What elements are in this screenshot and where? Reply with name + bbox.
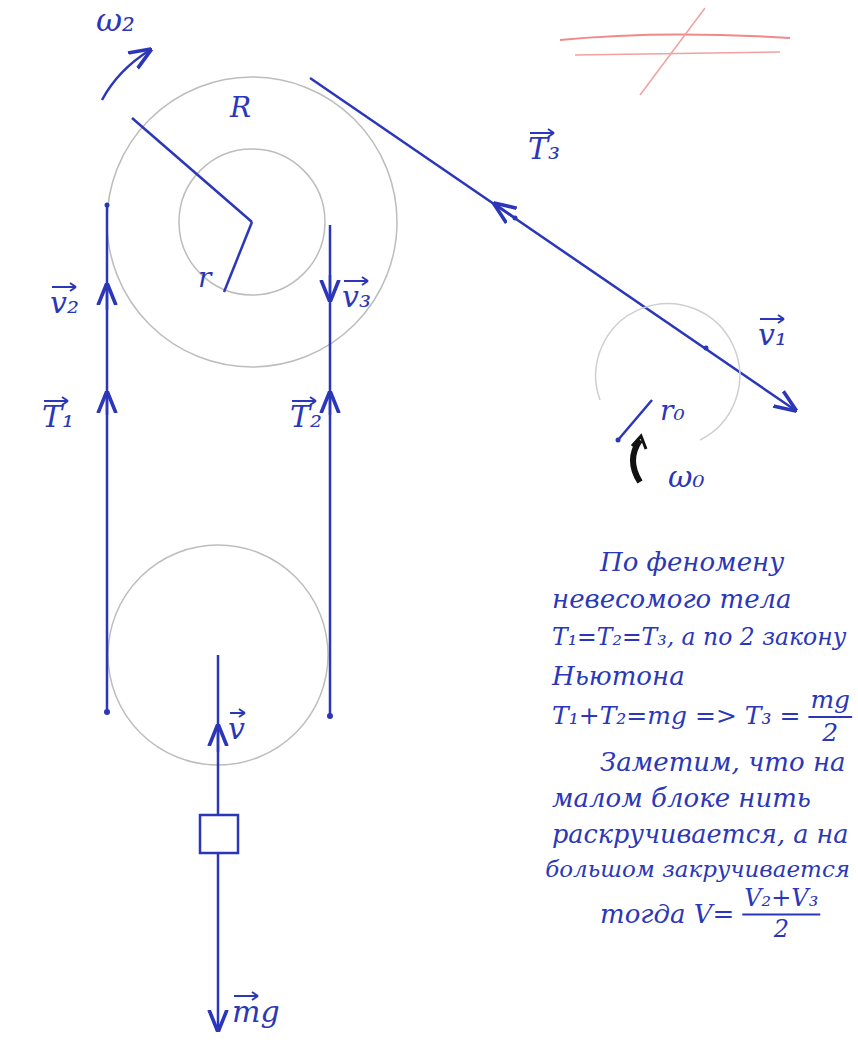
note-text: 2 — [822, 719, 838, 748]
note-text: раскручивается, а на — [552, 820, 848, 849]
note-text: Ньютона — [552, 662, 685, 692]
note-text: mg — [810, 686, 850, 715]
drawn-line — [742, 913, 820, 915]
velocity-label: v₃ — [342, 280, 371, 315]
tension-label: T₂ — [290, 400, 322, 435]
tension-label: T₁ — [42, 400, 74, 435]
velocity-label: v — [228, 712, 245, 747]
radius-label: r — [198, 262, 211, 294]
tension-label: T₃ — [528, 132, 560, 167]
note-text: По феномену — [600, 548, 784, 578]
note-text: 2 — [774, 916, 789, 944]
note-text: T₁+T₂=mg => T₃ = — [552, 702, 800, 731]
force-label: mg — [232, 995, 280, 1030]
note-text: Заметим, что на — [600, 748, 846, 778]
note-text: T₁=T₂=T₃, а по 2 закону — [552, 624, 846, 651]
omega-label: ω₀ — [668, 460, 705, 495]
radius-label: R — [230, 92, 251, 124]
note-text: невесомого тела — [552, 585, 792, 615]
velocity-label: v₂ — [50, 286, 79, 321]
note-text: большом закручивается — [545, 856, 850, 882]
note-text: V₂+V₃ — [744, 885, 818, 913]
velocity-label: v₁ — [758, 318, 787, 353]
drawn-line — [808, 716, 852, 718]
note-text: малом блоке нить — [552, 784, 811, 814]
note-text: тогда V= — [600, 900, 734, 930]
radius-label: r₀ — [660, 395, 685, 427]
omega-label: ω₂ — [96, 2, 135, 39]
